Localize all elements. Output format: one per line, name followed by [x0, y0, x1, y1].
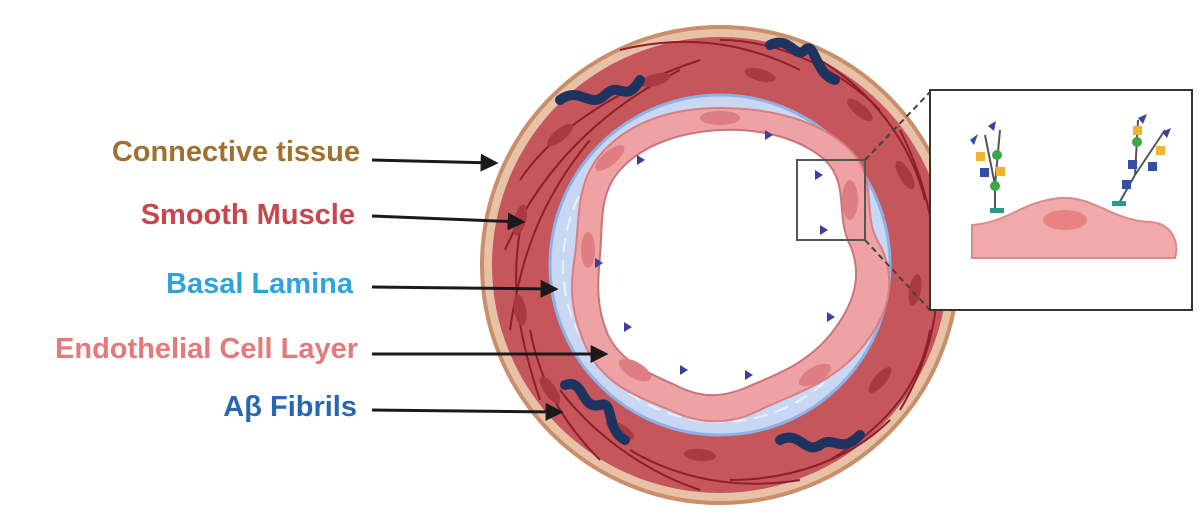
- zoom-connector-top: [864, 91, 931, 161]
- inset-glycan-chains: [970, 114, 1171, 213]
- zoom-connector-bottom: [864, 239, 931, 311]
- arrow-smooth-muscle: [371, 212, 526, 231]
- arrow-connective-tissue: [371, 153, 499, 172]
- zoom-source-box: [796, 159, 866, 241]
- inset-cell-nucleus: [1043, 210, 1087, 230]
- lumen-receptor-markers: [595, 130, 835, 380]
- vessel-lumen: [597, 128, 858, 397]
- label-endothelial-cell-layer: Endothelial Cell Layer: [55, 333, 358, 365]
- label-smooth-muscle: Smooth Muscle: [140, 199, 355, 231]
- label-basal-lamina: Basal Lamina: [166, 268, 353, 300]
- endothelial-nuclei: [581, 111, 858, 387]
- arrow-basal-lamina: [371, 279, 559, 298]
- label-connective-tissue: Connective tissue: [111, 136, 360, 168]
- arrow-abeta-fibrils: [371, 402, 564, 421]
- label-arrows: [371, 153, 609, 421]
- label-abeta-fibrils: Aβ Fibrils: [223, 391, 357, 423]
- abeta-fibril-deposits: [555, 37, 865, 453]
